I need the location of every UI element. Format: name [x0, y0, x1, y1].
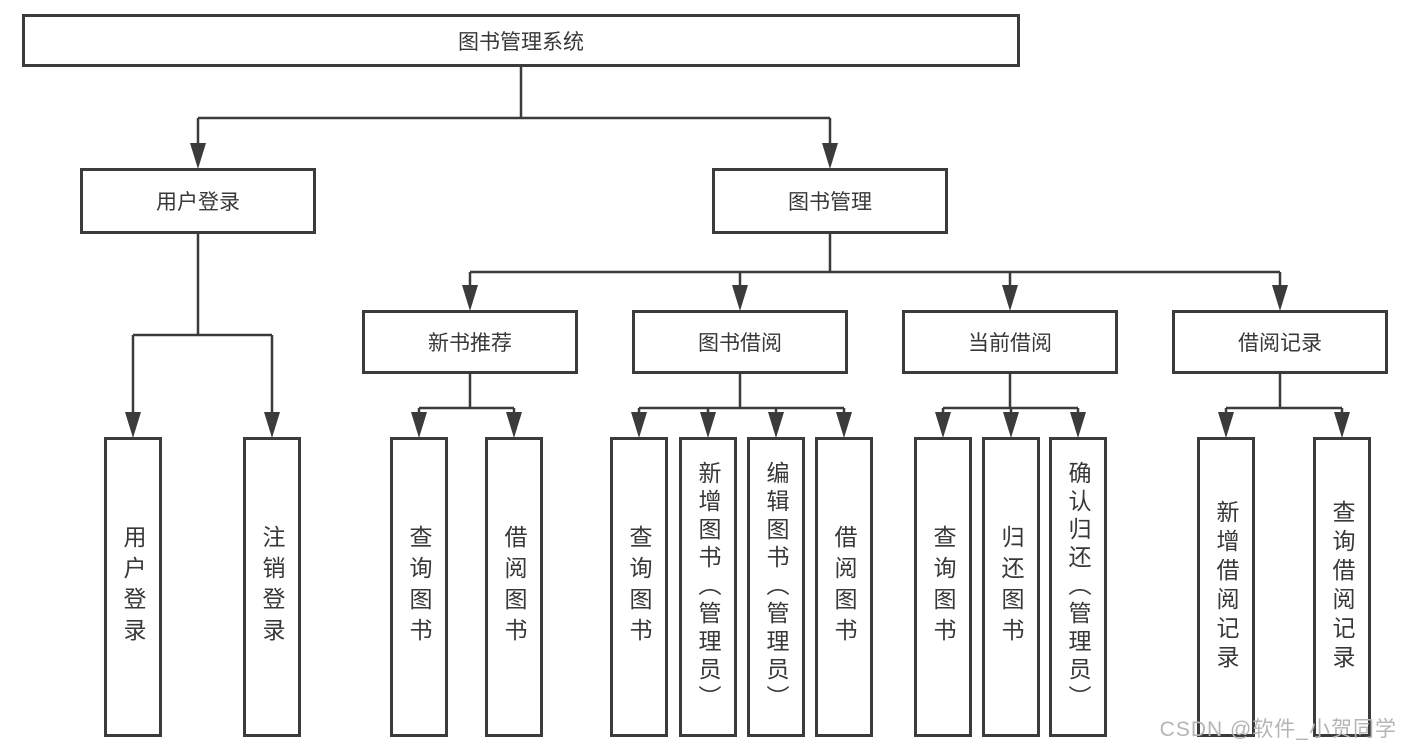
- arrow-icon: [462, 285, 478, 311]
- node-book-management: 图书管理: [712, 168, 948, 234]
- arrow-icon: [732, 285, 748, 311]
- arrow-icon: [768, 412, 784, 438]
- arrow-icon: [190, 143, 206, 169]
- arrow-icon: [264, 412, 280, 438]
- edge-recommend-to-leaves: [417, 373, 516, 413]
- node-new-book-recommend: 新书推荐: [362, 310, 578, 374]
- leaf-current-query-books: 查询图书: [914, 437, 972, 737]
- leaf-add-borrow-record: 新增借阅记录: [1197, 437, 1255, 737]
- arrow-icon: [935, 412, 951, 438]
- node-current-borrow: 当前借阅: [902, 310, 1118, 374]
- watermark: CSDN @软件_小贺同学: [1159, 718, 1397, 741]
- leaf-user-login: 用户登录: [104, 437, 162, 737]
- leaf-return-books: 归还图书: [982, 437, 1040, 737]
- edge-login-to-leaves: [131, 232, 274, 412]
- edge-borrow-to-leaves: [637, 373, 846, 413]
- node-root: 图书管理系统: [22, 14, 1020, 67]
- leaf-recommend-query-books: 查询图书: [390, 437, 448, 737]
- arrow-icon: [506, 412, 522, 438]
- arrow-icon: [1272, 285, 1288, 311]
- leaf-borrow-query-books: 查询图书: [610, 437, 668, 737]
- edge-records-to-leaves: [1224, 373, 1344, 413]
- node-borrow-records: 借阅记录: [1172, 310, 1388, 374]
- leaf-borrow-borrow-books: 借阅图书: [815, 437, 873, 737]
- arrow-icon: [1070, 412, 1086, 438]
- arrow-icon: [1334, 412, 1350, 438]
- leaf-logout: 注销登录: [243, 437, 301, 737]
- leaf-recommend-borrow-books: 借阅图书: [485, 437, 543, 737]
- edge-mgmt-to-level3: [468, 232, 1282, 286]
- edge-root-to-level2: [196, 66, 832, 143]
- edge-current-to-leaves: [941, 373, 1080, 413]
- arrowheads: [125, 143, 1350, 438]
- arrow-icon: [1002, 285, 1018, 311]
- arrow-icon: [631, 412, 647, 438]
- node-book-borrow: 图书借阅: [632, 310, 848, 374]
- arrow-icon: [411, 412, 427, 438]
- arrow-icon: [1003, 412, 1019, 438]
- leaf-add-books-admin: 新增图书（管理员）: [679, 437, 737, 737]
- arrow-icon: [1218, 412, 1234, 438]
- arrow-icon: [125, 412, 141, 438]
- node-user-login: 用户登录: [80, 168, 316, 234]
- leaf-edit-books-admin: 编辑图书（管理员）: [747, 437, 805, 737]
- arrow-icon: [822, 143, 838, 169]
- arrow-icon: [700, 412, 716, 438]
- leaf-confirm-return-admin: 确认归还（管理员）: [1049, 437, 1107, 737]
- arrow-icon: [836, 412, 852, 438]
- leaf-query-borrow-record: 查询借阅记录: [1313, 437, 1371, 737]
